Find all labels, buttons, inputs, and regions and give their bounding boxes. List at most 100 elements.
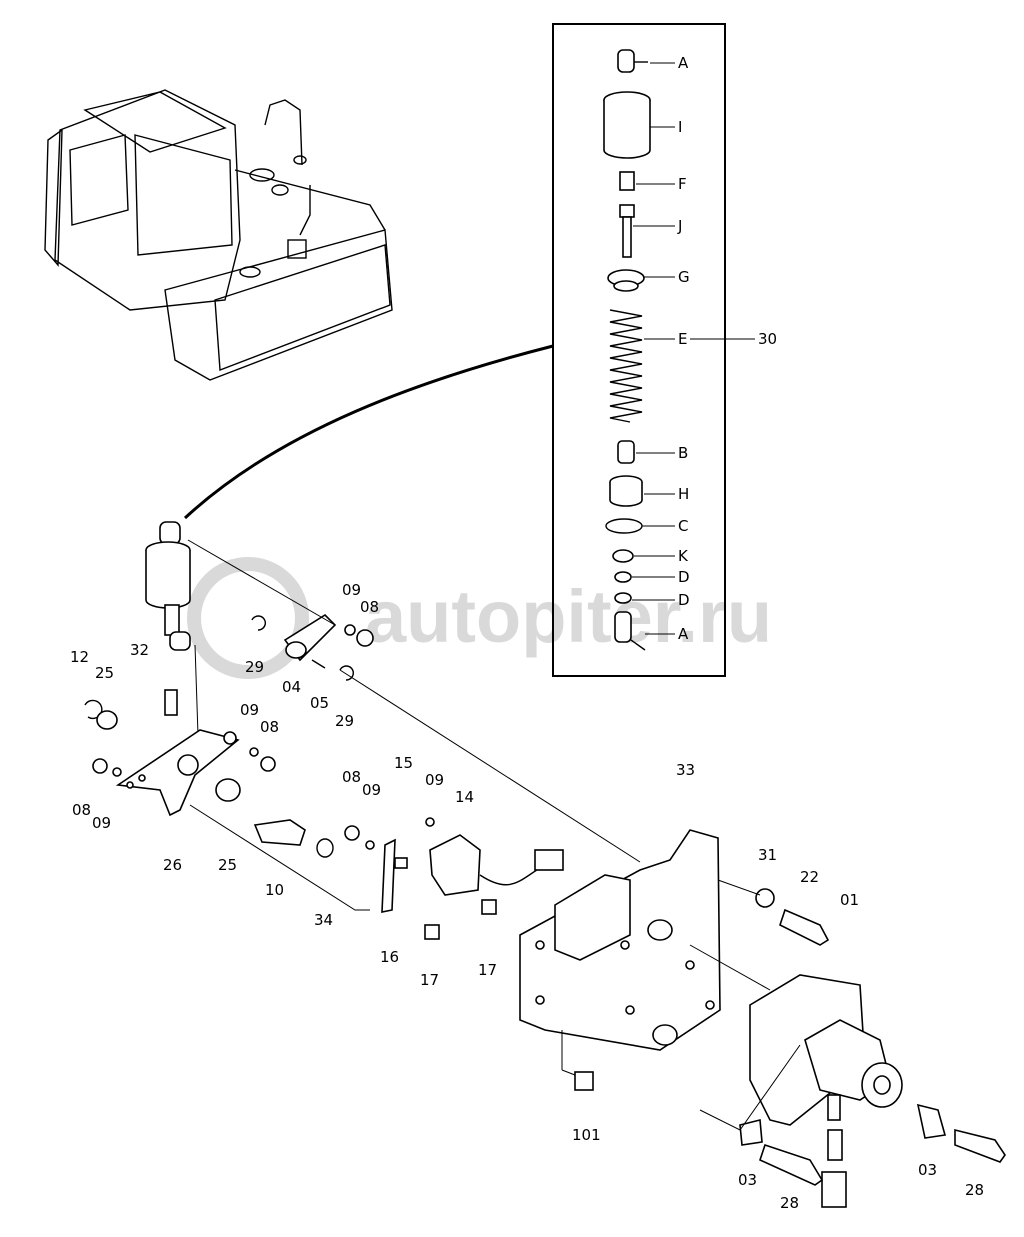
washer-09-sensor xyxy=(425,817,435,827)
inset-leaders xyxy=(632,62,755,635)
bushing-25-right xyxy=(215,778,241,802)
label-08-c: 08 xyxy=(72,801,91,819)
bolt-17-left xyxy=(424,924,440,940)
label-08-d: 08 xyxy=(342,768,361,786)
label-34: 34 xyxy=(314,911,333,929)
label-g: G xyxy=(678,268,690,286)
bolt-15 xyxy=(394,857,408,869)
washer-09-upper xyxy=(344,624,356,636)
part-a-top xyxy=(617,49,635,73)
sensor-connector xyxy=(534,849,564,871)
washer-09-left xyxy=(112,767,122,777)
label-a-top: A xyxy=(678,54,689,72)
label-09-c: 09 xyxy=(92,814,111,832)
pin-05 xyxy=(311,659,326,669)
label-22: 22 xyxy=(800,868,819,886)
bolt-22 xyxy=(779,908,830,946)
label-16: 16 xyxy=(380,948,399,966)
label-09-d: 09 xyxy=(362,781,381,799)
part-d-1 xyxy=(614,571,632,583)
watermark: autopiter.ru xyxy=(187,557,772,679)
part-k xyxy=(612,549,634,563)
label-17-a: 17 xyxy=(420,971,439,989)
clip-29-right xyxy=(339,665,354,681)
label-k: K xyxy=(678,547,689,565)
washer-09-center xyxy=(365,840,375,850)
label-17-b: 17 xyxy=(478,961,497,979)
part-c xyxy=(605,518,643,534)
callout-leader xyxy=(183,344,554,520)
label-01: 01 xyxy=(840,891,859,909)
label-04: 04 xyxy=(282,678,301,696)
label-26: 26 xyxy=(163,856,182,874)
plate-16 xyxy=(381,838,396,913)
actuator-bottom-end xyxy=(169,631,191,651)
shaft-10 xyxy=(253,819,306,846)
label-101: 101 xyxy=(572,1126,601,1144)
label-a-bottom: A xyxy=(678,625,689,643)
label-09-e: 09 xyxy=(425,771,444,789)
label-15: 15 xyxy=(394,754,413,772)
nut-08-center xyxy=(344,825,360,841)
label-09-a: 09 xyxy=(342,581,361,599)
clip-29-left xyxy=(251,615,266,631)
sensor-wire xyxy=(479,867,541,886)
bushing-25-left xyxy=(96,710,118,730)
label-31: 31 xyxy=(758,846,777,864)
sensor-14 xyxy=(429,834,481,896)
label-33: 33 xyxy=(676,761,695,779)
motor-cable xyxy=(827,1129,843,1161)
label-05: 05 xyxy=(310,694,329,712)
bolt-28-left xyxy=(759,1143,824,1186)
bolt-17-right xyxy=(481,899,497,915)
label-30: 30 xyxy=(758,330,777,348)
part-j xyxy=(619,204,635,218)
label-f: F xyxy=(678,175,687,193)
excavator-illustration xyxy=(44,89,393,381)
label-14: 14 xyxy=(455,788,474,806)
label-29-b: 29 xyxy=(335,712,354,730)
label-b: B xyxy=(678,444,688,462)
inset-frame xyxy=(552,23,726,677)
label-08-b: 08 xyxy=(260,718,279,736)
nut-08-upper xyxy=(356,629,374,647)
part-b xyxy=(617,440,635,464)
label-32: 32 xyxy=(130,641,149,659)
actuator-top-end xyxy=(159,521,181,545)
bell-crank-26 xyxy=(115,729,240,817)
clip-12 xyxy=(84,699,103,720)
label-12: 12 xyxy=(70,648,89,666)
label-29-a: 29 xyxy=(245,658,264,676)
motor-connector xyxy=(821,1171,847,1208)
nut-bracket xyxy=(652,1024,678,1046)
nut-08-left xyxy=(92,758,108,774)
label-28-a: 28 xyxy=(780,1194,799,1212)
label-09-b: 09 xyxy=(240,701,259,719)
bolt-101 xyxy=(574,1071,594,1091)
label-c: C xyxy=(678,517,688,535)
label-25-a: 25 xyxy=(95,664,114,682)
clip-03-left xyxy=(739,1118,763,1146)
label-28-b: 28 xyxy=(965,1181,984,1199)
label-d-1: D xyxy=(678,568,690,586)
bolt-28-right xyxy=(954,1128,1006,1163)
label-10: 10 xyxy=(265,881,284,899)
label-j: J xyxy=(677,217,682,235)
part-f xyxy=(619,171,635,191)
spring-32 xyxy=(164,689,178,716)
washer-34 xyxy=(316,838,334,858)
part-e-spring xyxy=(609,309,643,423)
nut-31 xyxy=(755,888,775,908)
nut-08-mid xyxy=(260,756,276,772)
label-d-2: D xyxy=(678,591,690,609)
part-labels: 09 08 29 04 05 29 12 25 32 09 08 08 09 2… xyxy=(70,581,984,1212)
part-d-2 xyxy=(614,592,632,604)
label-h: H xyxy=(678,485,689,503)
label-03-a: 03 xyxy=(738,1171,757,1189)
part-a-bottom xyxy=(614,611,632,643)
washer-09-mid xyxy=(249,747,259,757)
label-i: I xyxy=(678,118,682,136)
main-assembly xyxy=(84,521,1006,1208)
clip-03-right xyxy=(916,1103,947,1139)
